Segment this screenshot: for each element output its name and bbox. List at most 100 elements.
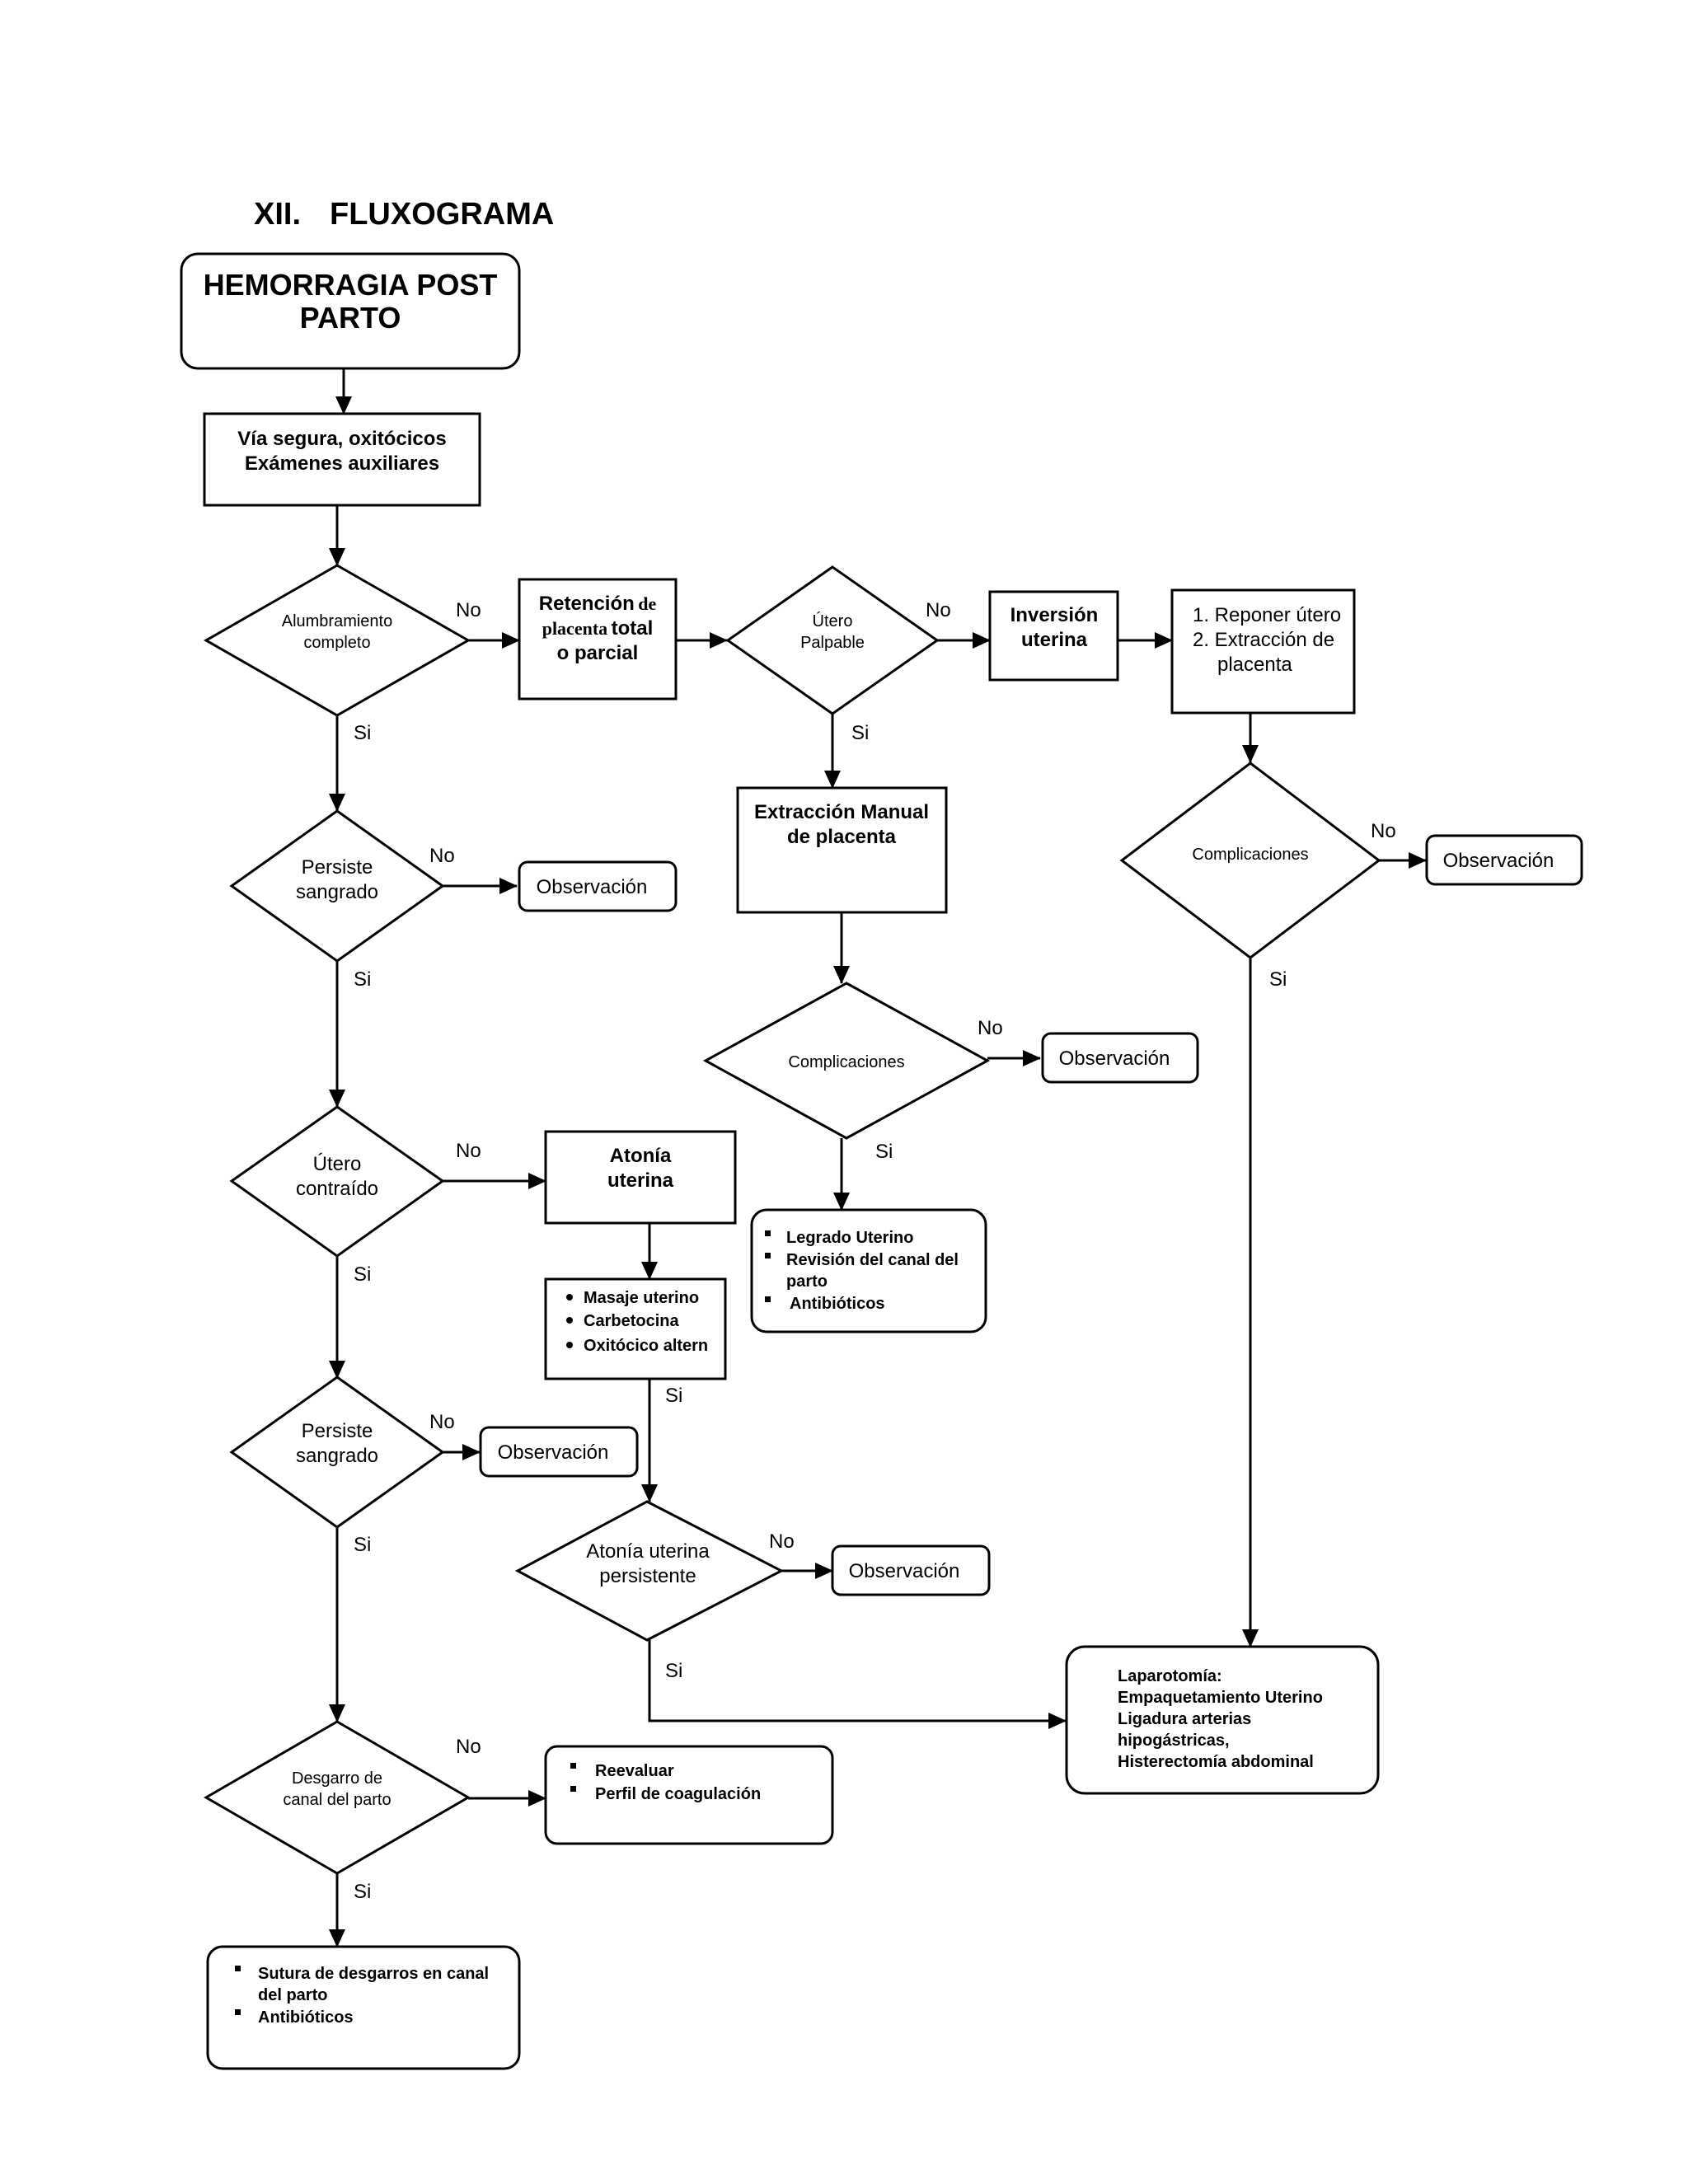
atonia-persistente-line-1: Atonía uterina: [586, 1540, 710, 1563]
label-no: No: [429, 845, 455, 867]
alumbramiento-diamond: [203, 564, 471, 717]
masaje-item-1: Masaje uterino: [584, 1289, 699, 1307]
observacion-right-box: [1425, 834, 1583, 886]
alumbramiento-decision: Alumbramiento completo: [203, 564, 471, 717]
label-no: No: [456, 1736, 481, 1758]
observacion-3-label: Observación: [849, 1560, 960, 1582]
inversion-box: [988, 590, 1119, 682]
via-segura-line-2: Exámenes auxiliares: [245, 452, 439, 475]
observacion-2-node: Observación: [479, 1426, 639, 1478]
label-si: Si: [1269, 968, 1287, 991]
label-si: Si: [354, 968, 371, 991]
persiste-sangrado-1-line-1: Persiste: [302, 856, 373, 879]
section-heading: XII. FLUXOGRAMA: [254, 197, 554, 232]
start-line-1: HEMORRAGIA POST: [204, 268, 498, 302]
label-no: No: [769, 1530, 795, 1553]
legrado-box: [750, 1208, 987, 1333]
complicaciones-right-diamond: [1119, 762, 1381, 959]
label-si: Si: [665, 1385, 682, 1407]
inversion-node: Inversión uterina: [988, 590, 1119, 682]
arrow-atonia-persistente-si: [648, 1638, 1067, 1729]
complicaciones-right-decision: Complicaciones: [1119, 762, 1381, 959]
reponer-line-1: 1. Reponer útero: [1193, 604, 1341, 626]
utero-palpable-decision: Útero Palpable: [725, 565, 940, 715]
atonia-persistente-line-2: persistente: [599, 1565, 696, 1587]
masaje-item-3: Oxitócico altern: [584, 1337, 708, 1355]
sutura-item-1-cont: del parto: [258, 1986, 327, 2004]
reponer-node: 1. Reponer útero 2. Extracción de placen…: [1170, 588, 1356, 715]
atonia-persistente-decision: Atonía uterina persistente: [514, 1500, 785, 1642]
legrado-item-2: Revisión del canal del: [786, 1251, 959, 1269]
retencion-box: [518, 578, 678, 701]
legrado-item-1: Legrado Uterino: [786, 1229, 913, 1247]
observacion-3-node: Observación: [831, 1544, 991, 1596]
bullet-icon: [570, 1786, 576, 1792]
masaje-item-2: Carbetocina: [584, 1312, 679, 1330]
bullet-icon: [235, 2009, 241, 2015]
atonia-uterina-line-2: uterina: [607, 1169, 674, 1192]
sutura-box: [206, 1945, 521, 2070]
alumbramiento-line-1: Alumbramiento: [282, 612, 393, 630]
via-segura-box: [203, 412, 481, 507]
bullet-icon: [566, 1294, 573, 1301]
label-si: Si: [354, 722, 371, 744]
observacion-1-box: [518, 860, 678, 912]
reevaluar-item-1: Reevaluar: [595, 1762, 674, 1780]
laparotomia-box: [1065, 1645, 1380, 1795]
laparotomia-line-1: Laparotomía:: [1118, 1667, 1222, 1685]
observacion-right-label: Observación: [1443, 850, 1554, 872]
retencion-word-4: total: [612, 617, 654, 640]
inversion-line-1: Inversión: [1010, 604, 1099, 626]
label-no: No: [1371, 820, 1396, 842]
extraccion-manual-line-2: de placenta: [787, 826, 897, 848]
utero-contraido-line-2: contraído: [296, 1178, 378, 1200]
masaje-box: [544, 1277, 727, 1380]
bullet-icon: [765, 1230, 771, 1236]
label-si: Si: [851, 722, 869, 744]
label-no: No: [926, 599, 951, 621]
observacion-1-node: Observación: [518, 860, 678, 912]
retencion-line-3: o parcial: [557, 642, 639, 664]
persiste-sangrado-2-line-2: sangrado: [296, 1445, 378, 1467]
alumbramiento-line-2: completo: [303, 634, 370, 652]
sutura-item-2: Antibióticos: [258, 2008, 354, 2027]
laparotomia-line-2: Empaquetamiento Uterino: [1118, 1689, 1323, 1707]
atonia-uterina-line-1: Atonía: [610, 1145, 672, 1167]
utero-palpable-line-2: Palpable: [800, 634, 865, 652]
reponer-line-3: placenta: [1217, 654, 1292, 676]
retencion-word-3: placenta: [542, 618, 607, 639]
start-box: [180, 252, 521, 370]
legrado-item-2-cont: parto: [786, 1272, 828, 1291]
label-si: Si: [354, 1263, 371, 1286]
utero-contraido-diamond: [229, 1105, 445, 1258]
connectors: [329, 368, 1427, 1947]
complicaciones-mid-decision: Complicaciones: [702, 982, 991, 1140]
persiste-sangrado-2-diamond: [229, 1376, 445, 1529]
label-no: No: [978, 1017, 1003, 1039]
label-no: No: [429, 1411, 455, 1433]
retencion-node: Retención de placenta total o parcial: [518, 578, 678, 701]
label-si: Si: [354, 1534, 371, 1556]
section-title: FLUXOGRAMA: [330, 197, 554, 232]
legrado-node: Legrado Uterino Revisión del canal del p…: [750, 1208, 987, 1333]
label-si: Si: [875, 1141, 893, 1163]
retencion-word-1: Retención: [539, 593, 635, 615]
reevaluar-node: Reevaluar Perfil de coagulación: [544, 1745, 834, 1845]
retencion-line-1: Retención de: [539, 593, 657, 615]
start-node: HEMORRAGIA POST PARTO: [180, 252, 521, 370]
laparotomia-line-3: Ligadura arterias: [1118, 1710, 1251, 1728]
complicaciones-right-label: Complicaciones: [1192, 846, 1308, 864]
via-segura-line-1: Vía segura, oxitócicos: [237, 428, 446, 450]
observacion-right-node: Observación: [1425, 834, 1583, 886]
observacion-mid-box: [1041, 1032, 1199, 1084]
persiste-sangrado-2-line-1: Persiste: [302, 1420, 373, 1442]
extraccion-manual-line-1: Extracción Manual: [754, 801, 929, 823]
bullet-icon: [566, 1342, 573, 1348]
observacion-2-box: [479, 1426, 639, 1478]
sutura-item-1: Sutura de desgarros en canal: [258, 1965, 489, 1983]
branch-labels: No Si No Si No Si No Si No Si No Si No S…: [354, 599, 1396, 1903]
utero-contraido-decision: Útero contraído: [229, 1105, 445, 1258]
utero-palpable-diamond: [725, 565, 940, 715]
reponer-box: [1170, 588, 1356, 715]
